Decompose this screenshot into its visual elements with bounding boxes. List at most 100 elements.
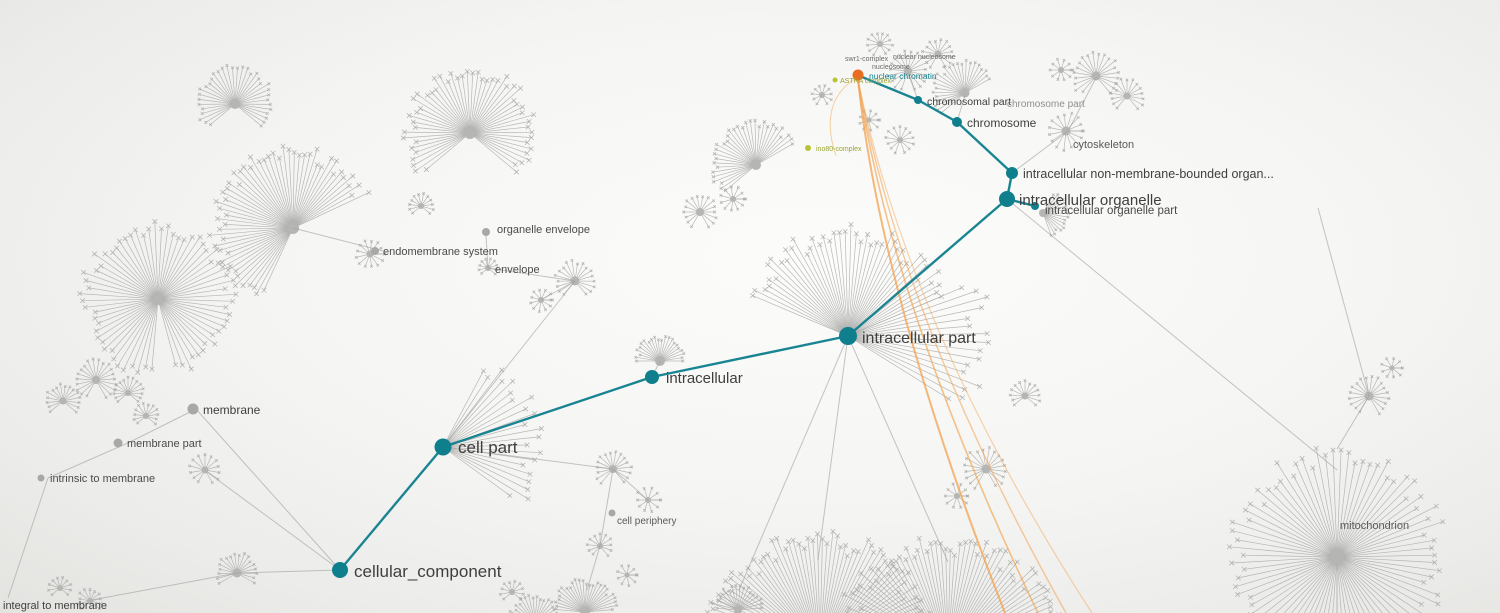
graph-edge — [7, 477, 49, 599]
highlight-orange-edge — [857, 79, 1006, 613]
node-endomembrane-system[interactable] — [371, 247, 379, 255]
node-cellular-component[interactable] — [332, 562, 348, 578]
fan-center-node[interactable] — [954, 493, 960, 499]
graph-edge — [442, 280, 576, 448]
node-label: intracellular part — [862, 330, 976, 347]
graph-edge — [1011, 130, 1069, 174]
fan-cluster — [616, 564, 639, 588]
node-cell-part[interactable] — [434, 438, 452, 456]
fan-center-node[interactable] — [1021, 392, 1029, 400]
graph-edge — [1317, 207, 1370, 397]
fan-center-node[interactable] — [904, 67, 912, 75]
fan-center-node[interactable] — [143, 413, 149, 419]
fan-cluster — [498, 579, 525, 601]
fan-center-node[interactable] — [819, 92, 825, 98]
node-intracellular-organelle-part[interactable] — [1031, 202, 1039, 210]
node-astra-complex[interactable] — [832, 77, 838, 83]
fan-center-node[interactable] — [57, 585, 63, 591]
fan-cluster — [865, 32, 895, 57]
graph-edge — [292, 227, 384, 252]
graph-edge — [586, 545, 601, 591]
node-label: chromosomal part — [927, 96, 1011, 108]
node-intracellular-part[interactable] — [839, 327, 857, 345]
node-label: nuclear nucleosome — [893, 54, 956, 61]
fan-cluster — [920, 38, 954, 69]
fan-center-node[interactable] — [1123, 92, 1131, 100]
highlight-path-edge — [847, 198, 1008, 337]
fan-center-node[interactable] — [877, 41, 883, 47]
fan-center-node[interactable] — [730, 196, 736, 202]
fan-center-node[interactable] — [152, 293, 164, 305]
fan-center-node[interactable] — [897, 137, 903, 143]
node-membrane-part[interactable] — [113, 438, 123, 448]
fan-cluster — [750, 221, 944, 337]
graph-edge — [817, 335, 849, 561]
fan-center-node[interactable] — [1389, 365, 1395, 371]
node-intracellular[interactable] — [645, 370, 659, 384]
node-chromosome[interactable] — [952, 117, 962, 127]
fan-cluster — [1072, 50, 1121, 95]
node-label: intracellular organelle — [1019, 192, 1162, 209]
fan-center-node[interactable] — [125, 390, 131, 396]
fan-cluster — [711, 583, 764, 613]
fan-center-node[interactable] — [960, 88, 970, 98]
highlight-orange-edge — [857, 79, 1093, 613]
fan-cluster — [45, 382, 82, 414]
graph-edge — [599, 468, 614, 547]
fan-center-node[interactable] — [1058, 67, 1064, 73]
fan-center-node[interactable] — [201, 466, 209, 474]
fan-center-node[interactable] — [751, 160, 761, 170]
fan-cluster — [1008, 379, 1042, 407]
graph-edge — [612, 468, 649, 501]
graph-edge — [91, 572, 238, 601]
fan-cluster — [47, 575, 73, 597]
fan-center-node[interactable] — [981, 464, 991, 474]
node-ino80-complex[interactable] — [805, 145, 811, 151]
node-membrane[interactable] — [187, 403, 199, 415]
node-non-membrane-bounded-organelle[interactable] — [1006, 167, 1018, 179]
fan-center-node[interactable] — [59, 397, 67, 405]
node-intrinsic-to-membrane[interactable] — [37, 474, 45, 482]
fan-cluster — [835, 535, 1062, 613]
fan-cluster — [553, 258, 596, 296]
node-nucleosome-highlight[interactable] — [852, 69, 864, 81]
fan-center-node[interactable] — [934, 50, 942, 58]
fan-center-node[interactable] — [464, 127, 476, 139]
node-intracellular-organelle[interactable] — [999, 191, 1015, 207]
node-cell-periphery[interactable] — [608, 509, 616, 517]
fan-center-node[interactable] — [866, 117, 872, 123]
fan-center-node[interactable] — [418, 203, 424, 209]
node-organelle-envelope[interactable] — [482, 228, 490, 236]
graph-edge — [442, 446, 614, 470]
fan-center-node[interactable] — [734, 606, 742, 613]
node-label: nuclear chromatin — [869, 71, 937, 81]
fan-center-node[interactable] — [230, 99, 240, 109]
fan-cluster — [188, 452, 221, 485]
fan-center-node[interactable] — [624, 572, 630, 578]
fan-center-node[interactable] — [1091, 71, 1101, 81]
graph-edge — [487, 267, 576, 282]
fan-cluster — [354, 239, 387, 268]
fan-center-node[interactable] — [92, 376, 100, 384]
fan-center-node[interactable] — [509, 589, 515, 595]
node-label: chromosome — [967, 116, 1037, 130]
graph-edge — [847, 335, 949, 563]
node-label: intracellular organelle part — [1045, 205, 1178, 217]
node-label: membrane part — [127, 438, 202, 450]
fan-center-node[interactable] — [87, 598, 93, 604]
fan-center-node[interactable] — [580, 607, 590, 613]
fan-cluster — [529, 288, 555, 314]
fan-cluster — [847, 285, 991, 402]
fan-center-node[interactable] — [696, 208, 704, 216]
fan-center-node[interactable] — [1039, 209, 1047, 217]
fan-cluster — [1039, 192, 1071, 237]
fan-center-node[interactable] — [1330, 550, 1344, 564]
node-label: integral to membrane — [3, 600, 107, 612]
node-chromosomal-part[interactable] — [914, 96, 922, 104]
fan-cluster — [508, 593, 559, 613]
fan-cluster — [1048, 57, 1075, 82]
fan-center-node[interactable] — [1061, 126, 1071, 136]
fan-cluster — [407, 191, 435, 215]
